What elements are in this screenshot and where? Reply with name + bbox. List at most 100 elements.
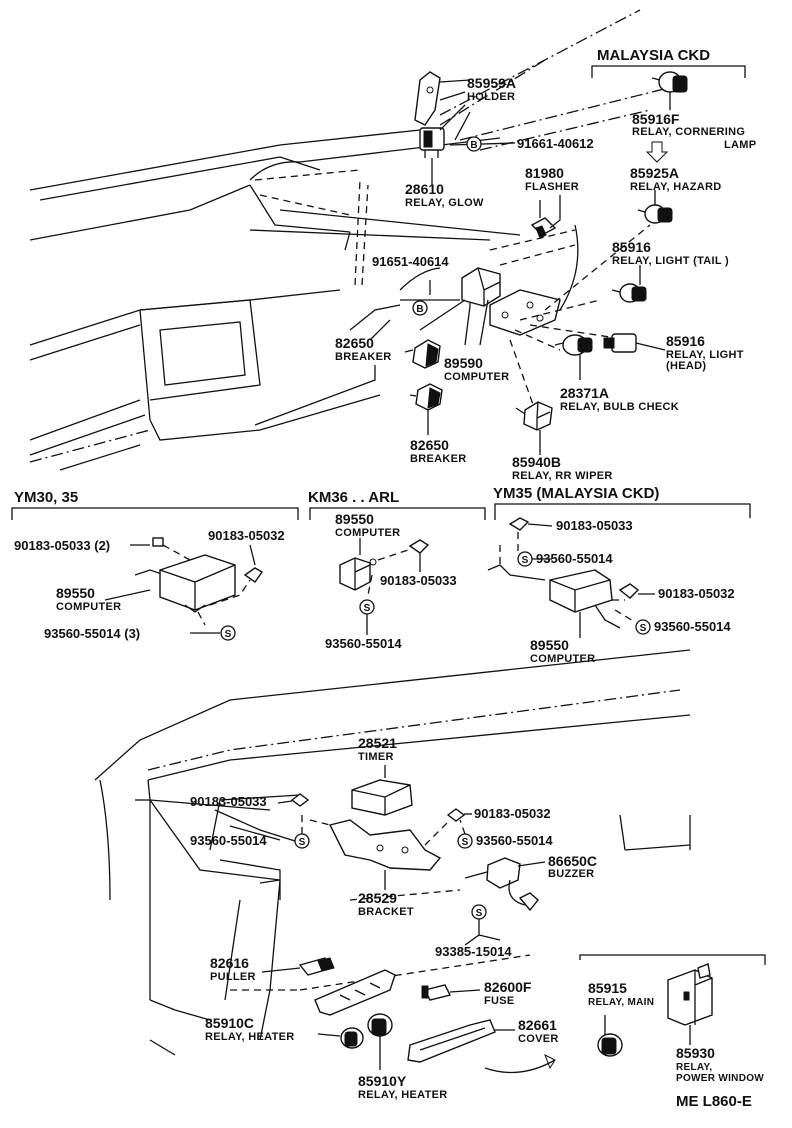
top-leaders <box>419 104 516 331</box>
malaysia-ckd-bracket <box>591 65 746 78</box>
svg-text:28610: 28610 <box>405 181 444 197</box>
svg-text:93560-55014: 93560-55014 <box>190 833 267 848</box>
svg-text:RELAY, CORNERING: RELAY, CORNERING <box>632 126 745 138</box>
callout-93560-55014-ym35-2: 93560-55014 <box>654 619 731 634</box>
screw-symbol-bottom-3: S <box>464 904 501 946</box>
callout-93560-55014-bottom-1: 93560-55014 <box>190 833 267 848</box>
svg-text:RELAY, LIGHT (TAIL ): RELAY, LIGHT (TAIL ) <box>612 255 729 267</box>
svg-text:85925A: 85925A <box>630 165 679 181</box>
callout-85910c: 85910C RELAY, HEATER <box>205 1015 294 1043</box>
breaker-lower <box>409 383 443 435</box>
screw-symbol-bottom-1: S <box>294 810 310 849</box>
callout-89550-ym30: 89550 COMPUTER <box>56 585 121 613</box>
callout-85925a: 85925A RELAY, HAZARD <box>630 165 721 193</box>
svg-text:FLASHER: FLASHER <box>525 181 579 193</box>
screw-symbol-ym35-2: S <box>635 619 651 635</box>
callout-85959a: 85959A HOLDER <box>467 75 516 103</box>
svg-text:89550: 89550 <box>530 637 569 653</box>
svg-text:COMPUTER: COMPUTER <box>335 527 400 539</box>
callout-82650-upper: 82650 BREAKER <box>335 335 392 363</box>
svg-text:HOLDER: HOLDER <box>467 91 515 103</box>
computer-89590 <box>461 267 501 346</box>
puller <box>261 957 335 976</box>
svg-text:RELAY,: RELAY, <box>676 1062 712 1073</box>
svg-text:28521: 28521 <box>358 735 397 751</box>
svg-text:85940B: 85940B <box>512 454 561 470</box>
hazard-relay <box>637 190 673 224</box>
svg-text:B: B <box>470 140 477 151</box>
svg-text:28371A: 28371A <box>560 385 609 401</box>
svg-text:82650: 82650 <box>335 335 374 351</box>
callout-82661: 82661 COVER <box>518 1017 559 1045</box>
fuse <box>421 984 481 1001</box>
svg-text:85930: 85930 <box>676 1045 715 1061</box>
callout-85915: 85915 RELAY, MAIN <box>588 980 654 1008</box>
svg-text:91661-40612: 91661-40612 <box>517 136 594 151</box>
bulb-check-relay <box>554 334 593 380</box>
svg-text:BREAKER: BREAKER <box>410 453 467 465</box>
callout-85930: 85930 RELAY, POWER WINDOW <box>676 1045 764 1084</box>
flasher <box>530 195 561 239</box>
svg-text:POWER WINDOW: POWER WINDOW <box>676 1073 764 1084</box>
svg-text:S: S <box>225 629 232 640</box>
callout-28371a: 28371A RELAY, BULB CHECK <box>560 385 679 413</box>
section-ym30-35: YM30, 35 <box>14 489 78 506</box>
callout-89550-km36: 89550 COMPUTER <box>335 511 400 539</box>
screw-symbol-km36: S <box>359 599 375 635</box>
svg-text:RELAY, GLOW: RELAY, GLOW <box>405 197 484 209</box>
relay-panel <box>489 224 651 411</box>
svg-text:90183-05033: 90183-05033 <box>556 518 633 533</box>
svg-text:COVER: COVER <box>518 1033 559 1045</box>
svg-text:90183-05033: 90183-05033 <box>380 573 457 588</box>
svg-text:(HEAD): (HEAD) <box>666 360 706 372</box>
callout-85940b: 85940B RELAY, RR WIPER <box>512 454 612 482</box>
holder-part <box>414 71 471 126</box>
svg-text:90183-05033 (2): 90183-05033 (2) <box>14 538 110 553</box>
svg-text:PULLER: PULLER <box>210 971 256 983</box>
svg-text:BREAKER: BREAKER <box>335 351 392 363</box>
callout-93560-55014-3: 93560-55014 (3) <box>44 626 140 641</box>
svg-text:BRACKET: BRACKET <box>358 906 414 918</box>
callout-90183-05033-km36: 90183-05033 <box>380 573 457 588</box>
svg-text:86650C: 86650C <box>548 853 597 869</box>
cornering-lamp-relay <box>645 71 688 163</box>
power-window-relay <box>667 963 713 1045</box>
callout-85916f: 85916F RELAY, CORNERING LAMP <box>632 111 756 151</box>
svg-text:89550: 89550 <box>335 511 374 527</box>
callout-81980: 81980 FLASHER <box>525 165 579 193</box>
svg-text:S: S <box>462 837 469 848</box>
callout-90183-05032-ym30: 90183-05032 <box>208 528 285 543</box>
svg-text:B: B <box>416 304 423 315</box>
callout-28610: 28610 RELAY, GLOW <box>405 181 484 209</box>
svg-text:82600F: 82600F <box>484 979 532 995</box>
clip-left <box>277 793 310 807</box>
svg-text:93385-15014: 93385-15014 <box>435 944 512 959</box>
cover <box>407 1019 556 1074</box>
glow-relay <box>419 127 445 175</box>
svg-text:S: S <box>522 555 529 566</box>
svg-text:RELAY, BULB CHECK: RELAY, BULB CHECK <box>560 401 679 413</box>
svg-text:S: S <box>640 623 647 634</box>
callout-93560-55014-bottom-2: 93560-55014 <box>476 833 553 848</box>
svg-text:89550: 89550 <box>56 585 95 601</box>
computer-ym35 <box>487 517 655 638</box>
svg-text:82650: 82650 <box>410 437 449 453</box>
callout-90183-05033-bottom: 90183-05033 <box>190 794 267 809</box>
computer-km36 <box>339 538 430 596</box>
svg-text:82616: 82616 <box>210 955 249 971</box>
svg-text:FUSE: FUSE <box>484 995 515 1007</box>
svg-text:91651-40614: 91651-40614 <box>372 254 449 269</box>
screw-symbol-ym35-1: S <box>517 551 533 567</box>
svg-text:93560-55014: 93560-55014 <box>325 636 402 651</box>
svg-text:28529: 28529 <box>358 890 397 906</box>
svg-text:RELAY, MAIN: RELAY, MAIN <box>588 997 654 1008</box>
svg-text:BUZZER: BUZZER <box>548 868 594 880</box>
breaker-upper <box>404 339 441 369</box>
svg-text:S: S <box>364 603 371 614</box>
section-ym35-malaysia: YM35 (MALAYSIA CKD) <box>493 485 659 502</box>
callout-85916-tail: 85916 RELAY, LIGHT (TAIL ) <box>612 239 729 267</box>
callout-85910y: 85910Y RELAY, HEATER <box>358 1073 447 1101</box>
rr-wiper-relay <box>515 401 553 455</box>
svg-text:RELAY, HEATER: RELAY, HEATER <box>358 1089 447 1101</box>
heater-relay-c <box>317 1027 364 1049</box>
